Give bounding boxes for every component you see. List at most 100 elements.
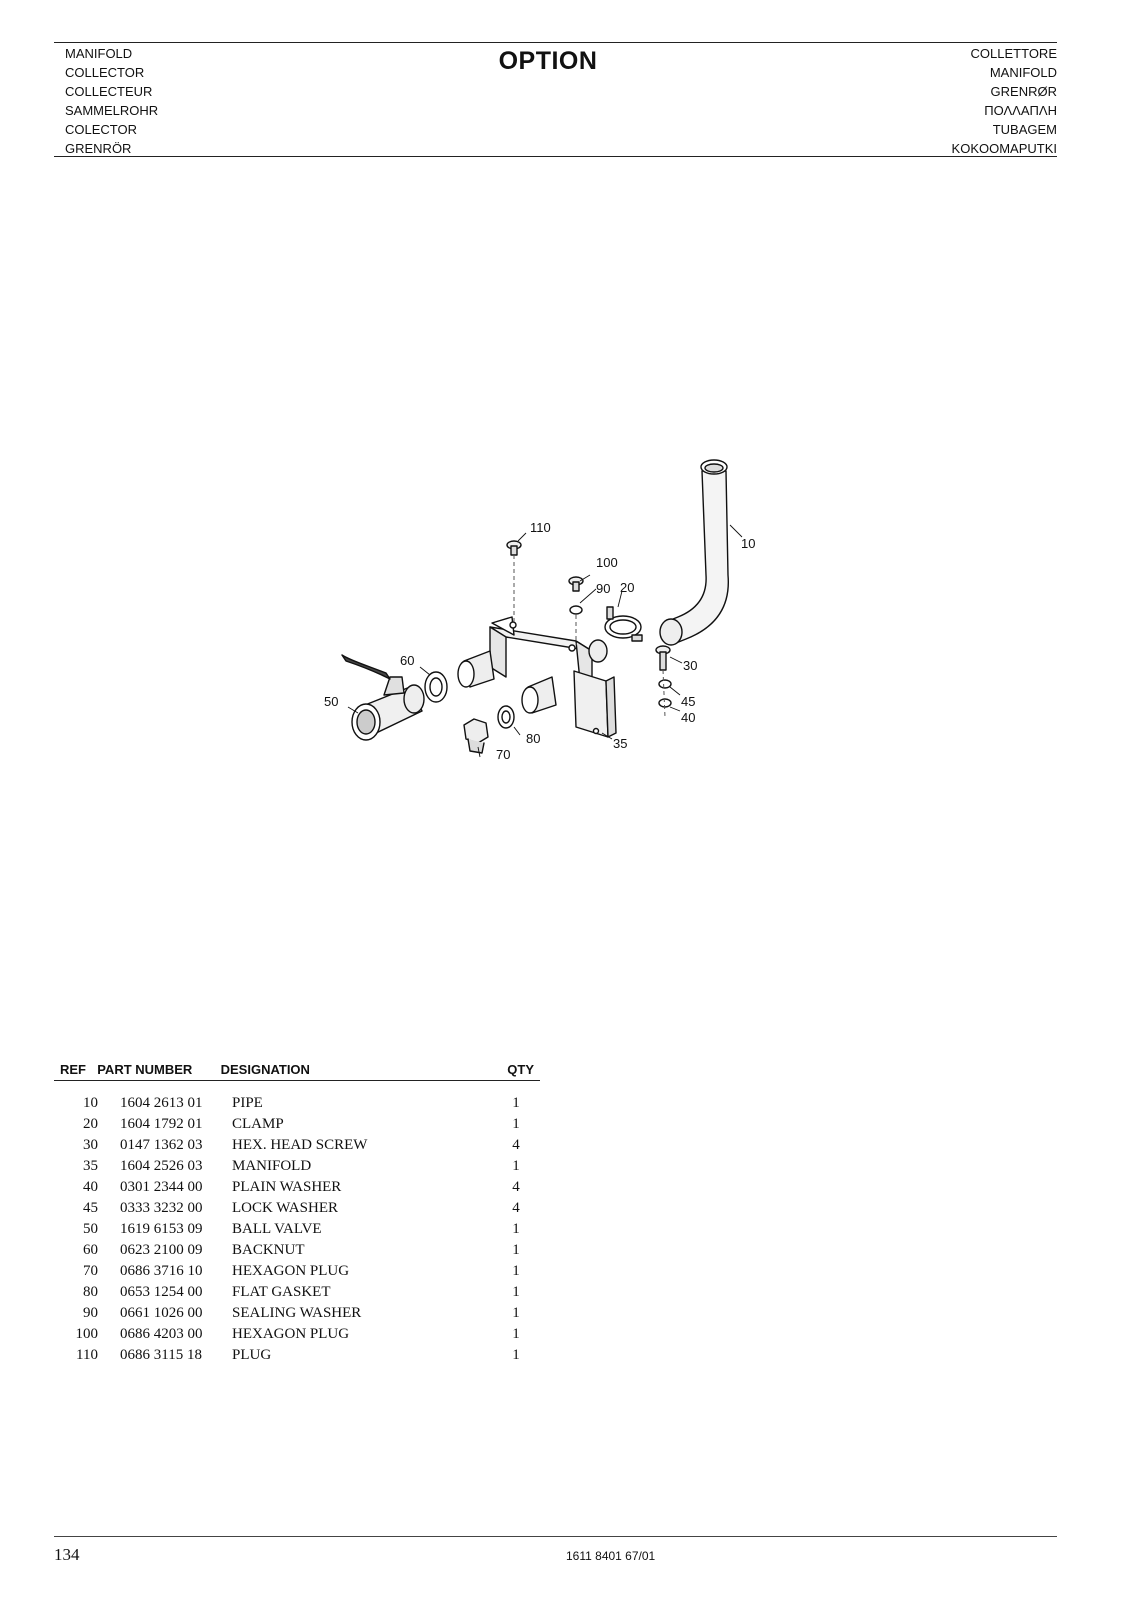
- cell-qty: 1: [512, 1095, 520, 1111]
- cell-designation: CLAMP: [232, 1116, 284, 1132]
- cell-designation: PIPE: [232, 1095, 263, 1111]
- cell-qty: 1: [512, 1242, 520, 1258]
- hexagon-plug-part: [463, 718, 489, 754]
- flat-gasket-part: [497, 705, 515, 729]
- cell-qty: 4: [512, 1137, 520, 1153]
- cell-qty: 1: [512, 1284, 520, 1300]
- title-lang-10: ΠΟΛΛΑΠΛΗ: [984, 103, 1057, 118]
- title-lang-4: SAMMELROHR: [65, 103, 159, 118]
- cell-ref: 20: [83, 1116, 98, 1132]
- cell-ref: 35: [83, 1158, 98, 1174]
- callout-30: 30: [683, 658, 697, 673]
- header-bottom-rule: [54, 156, 1057, 157]
- title-lang-11: TUBAGEM: [992, 122, 1057, 137]
- assembly-lines: [513, 555, 666, 718]
- exploded-parts-diagram: 10 20 30 35 40 45 50 60 70 80 90 100 110: [324, 455, 790, 785]
- callout-35: 35: [613, 736, 627, 751]
- callout-110: 110: [530, 520, 551, 535]
- cell-part-number: 1604 2613 01: [120, 1095, 203, 1111]
- callout-10: 10: [741, 536, 755, 551]
- cell-designation: FLAT GASKET: [232, 1284, 331, 1300]
- title-lang-8: MANIFOLD: [989, 65, 1057, 80]
- cell-qty: 1: [512, 1116, 520, 1132]
- table-row: 35 1604 2526 03 MANIFOLD 1: [54, 1156, 540, 1177]
- cell-ref: 70: [83, 1263, 98, 1279]
- screw-washers-part: [655, 645, 672, 708]
- cell-part-number: 0686 3716 10: [120, 1263, 203, 1279]
- cell-ref: 60: [83, 1242, 98, 1258]
- cell-ref: 10: [83, 1095, 98, 1111]
- cell-ref: 50: [83, 1221, 98, 1237]
- page-title: OPTION: [0, 47, 1131, 76]
- title-lang-3: COLLECTEUR: [65, 84, 153, 99]
- document-number: 1611 8401 67/01: [566, 1549, 656, 1563]
- table-row: 50 1619 6153 09 BALL VALVE 1: [54, 1219, 540, 1240]
- callout-60: 60: [400, 653, 414, 668]
- cell-designation: PLAIN WASHER: [232, 1179, 342, 1195]
- cell-part-number: 0333 3232 00: [120, 1200, 203, 1216]
- callout-80: 80: [526, 731, 540, 746]
- manifold-port-part: [457, 650, 557, 714]
- clamp-part: [604, 606, 643, 642]
- cell-part-number: 1619 6153 09: [120, 1221, 203, 1237]
- cell-part-number: 0686 4203 00: [120, 1326, 203, 1342]
- cell-qty: 4: [512, 1200, 520, 1216]
- cell-qty: 1: [512, 1221, 520, 1237]
- table-row: 100 0686 4203 00 HEXAGON PLUG 1: [54, 1324, 540, 1345]
- title-lang-1: MANIFOLD: [65, 46, 133, 61]
- table-row: 70 0686 3716 10 HEXAGON PLUG 1: [54, 1261, 540, 1282]
- footer-rule: [54, 1536, 1057, 1537]
- cell-ref: 80: [83, 1284, 98, 1300]
- cell-designation: HEX. HEAD SCREW: [232, 1137, 368, 1153]
- title-lang-5: COLECTOR: [65, 122, 137, 137]
- table-row: 20 1604 1792 01 CLAMP 1: [54, 1114, 540, 1135]
- cell-part-number: 1604 2526 03: [120, 1158, 203, 1174]
- cell-qty: 1: [512, 1347, 520, 1363]
- page-number: 134: [54, 1545, 80, 1564]
- table-row: 90 0661 1026 00 SEALING WASHER 1: [54, 1303, 540, 1324]
- callout-50: 50: [324, 694, 338, 709]
- leader-lines: [347, 524, 743, 758]
- cell-ref: 30: [83, 1137, 98, 1153]
- callout-40: 40: [681, 710, 695, 725]
- header-ref: REF: [60, 1061, 86, 1077]
- table-row: 10 1604 2613 01 PIPE 1: [54, 1093, 540, 1114]
- cell-ref: 45: [83, 1200, 98, 1216]
- cell-part-number: 0653 1254 00: [120, 1284, 203, 1300]
- header-right-titles: COLLETTORE MANIFOLD GRENRØR ΠΟΛΛΑΠΛΗ TUB…: [952, 44, 1057, 158]
- table-row: 40 0301 2344 00 PLAIN WASHER 4: [54, 1177, 540, 1198]
- cell-qty: 4: [512, 1179, 520, 1195]
- title-lang-9: GRENRØR: [990, 84, 1057, 99]
- callout-90: 90: [596, 581, 610, 596]
- cell-part-number: 0686 3115 18: [120, 1347, 202, 1363]
- parts-table: REF PART NUMBER DESIGNATION QTY 10 1604 …: [54, 1058, 540, 1366]
- parts-table-header: REF PART NUMBER DESIGNATION QTY: [54, 1058, 540, 1081]
- callout-100: 100: [596, 555, 618, 570]
- title-lang-7: COLLETTORE: [970, 46, 1057, 61]
- table-row: 80 0653 1254 00 FLAT GASKET 1: [54, 1282, 540, 1303]
- cell-designation: SEALING WASHER: [232, 1305, 362, 1321]
- title-lang-2: COLLECTOR: [65, 65, 145, 80]
- cell-part-number: 0301 2344 00: [120, 1179, 203, 1195]
- cell-designation: HEXAGON PLUG: [232, 1326, 350, 1342]
- header-qty: QTY: [507, 1061, 534, 1077]
- cell-part-number: 0623 2100 09: [120, 1242, 203, 1258]
- callout-45: 45: [681, 694, 695, 709]
- cell-designation: BACKNUT: [232, 1242, 305, 1258]
- cell-designation: PLUG: [232, 1347, 272, 1363]
- cell-designation: BALL VALVE: [232, 1221, 322, 1237]
- pipe-part: [659, 459, 729, 646]
- callout-70: 70: [496, 747, 510, 762]
- cell-designation: LOCK WASHER: [232, 1200, 338, 1216]
- title-lang-12: KOKOOMAPUTKI: [951, 141, 1057, 156]
- cell-part-number: 1604 1792 01: [120, 1116, 203, 1132]
- cell-ref: 110: [76, 1347, 98, 1363]
- page-title-text: OPTION: [498, 47, 598, 75]
- hexagon-plug-small-part: [568, 576, 584, 615]
- cell-qty: 1: [512, 1263, 520, 1279]
- diagram-svg: 10 20 30 35 40 45 50 60 70 80 90 100 110: [324, 459, 755, 762]
- cell-qty: 1: [512, 1326, 520, 1342]
- cell-designation: HEXAGON PLUG: [232, 1263, 350, 1279]
- header-designation: DESIGNATION: [220, 1061, 310, 1077]
- ball-valve-part: [341, 654, 425, 741]
